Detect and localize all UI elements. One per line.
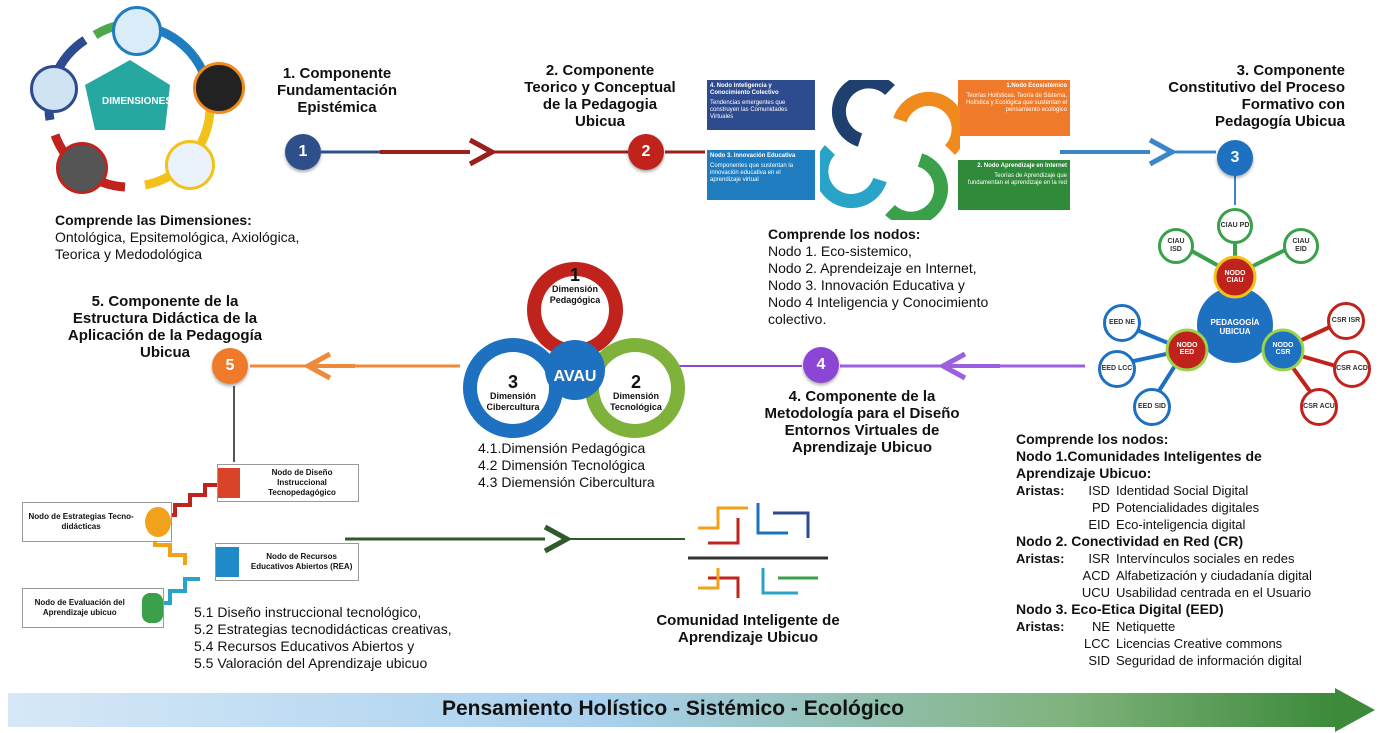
component-3-nodes-description: Comprende los nodos: Nodo 1.Comunidades …: [1016, 431, 1312, 668]
footer-arrow-head: [1335, 688, 1375, 732]
leaf-csr-acd: CSR ACD: [1333, 350, 1371, 388]
leaf-ciau-pd: CIAU PD: [1217, 208, 1253, 244]
pedagogia-ubicua-network: [1114, 230, 1351, 407]
dimension-icon-2: [193, 62, 245, 114]
dimension-1: 1 Dimensión Pedagógica: [549, 265, 601, 305]
leaf-eed-sid: EED SID: [1133, 388, 1171, 426]
node-evaluacion: Nodo de Evaluación del Aprendizaje ubicu…: [22, 588, 164, 628]
leaf-ciau-eid: CIAU EID: [1283, 228, 1319, 264]
network-center-label: PEDAGOGÍA UBICUA: [1210, 318, 1260, 336]
dimension-icon-1: [112, 6, 162, 56]
hub-eed: NODO EED: [1176, 342, 1198, 356]
leaf-csr-isr: CSR ISR: [1327, 302, 1365, 340]
leaf-eed-lcc: EED LCC: [1098, 350, 1136, 388]
component-1-description: Comprende las Dimensiones: Ontológica, E…: [55, 212, 300, 262]
node-2-box: 2. Nodo Aprendizaje en Internet Teorías …: [958, 160, 1070, 210]
node-diseno-instruccional: Nodo de Diseño Instruccional Tecnopedagó…: [217, 464, 359, 502]
leaf-ciau-isd: CIAU ISD: [1158, 228, 1194, 264]
component-2-badge: 2: [628, 134, 664, 170]
component-5-list: 5.1 Diseño instruccional tecnológico,5.2…: [194, 604, 452, 671]
component-1-badge: 1: [285, 134, 321, 170]
leaf-csr-acu: CSR ACU: [1300, 388, 1338, 426]
node-1-box: 1.Nodo Ecosistémico Teorías Holísticas, …: [958, 80, 1070, 136]
component-2-nodes-description: Comprende los nodos: Nodo 1. Eco-sistemi…: [768, 226, 989, 327]
dimension-3: 3 Dimensión Cibercultura: [486, 372, 540, 412]
dimension-2: 2 Dimensión Tecnológica: [610, 372, 662, 412]
component-3-badge: 3: [1217, 140, 1253, 176]
leaf-eed-ne: EED NE: [1103, 304, 1141, 342]
component-4-badge: 4: [803, 347, 839, 383]
circuit-brain-icon: [688, 503, 828, 598]
hub-ciau: NODO CIAU: [1224, 270, 1246, 284]
footer-label: Pensamiento Holístico - Sistémico - Ecol…: [441, 697, 905, 720]
footer-bar: [8, 693, 1338, 727]
node-recursos-rea: Nodo de Recursos Educativos Abiertos (RE…: [215, 543, 359, 581]
node-4-box: 4. Nodo Inteligencia y Conocimiento Cole…: [707, 80, 815, 130]
nodes-knot-logo: [820, 80, 960, 220]
dimensions-center-label: DIMENSIONES: [101, 96, 172, 107]
dimension-icon-3: [165, 140, 215, 190]
node-estrategias: Nodo de Estrategias Tecno-didácticas: [22, 502, 172, 542]
dimension-icon-5: [30, 65, 78, 113]
avau-label: AVAU: [553, 368, 597, 385]
node-3-box: Nodo 3. Innovación Educativa Componentes…: [707, 150, 815, 200]
dimension-icon-4: [56, 142, 108, 194]
hub-csr: NODO CSR: [1272, 342, 1294, 356]
component-5-badge: 5: [212, 348, 248, 384]
avau-trefoil: [463, 262, 685, 438]
